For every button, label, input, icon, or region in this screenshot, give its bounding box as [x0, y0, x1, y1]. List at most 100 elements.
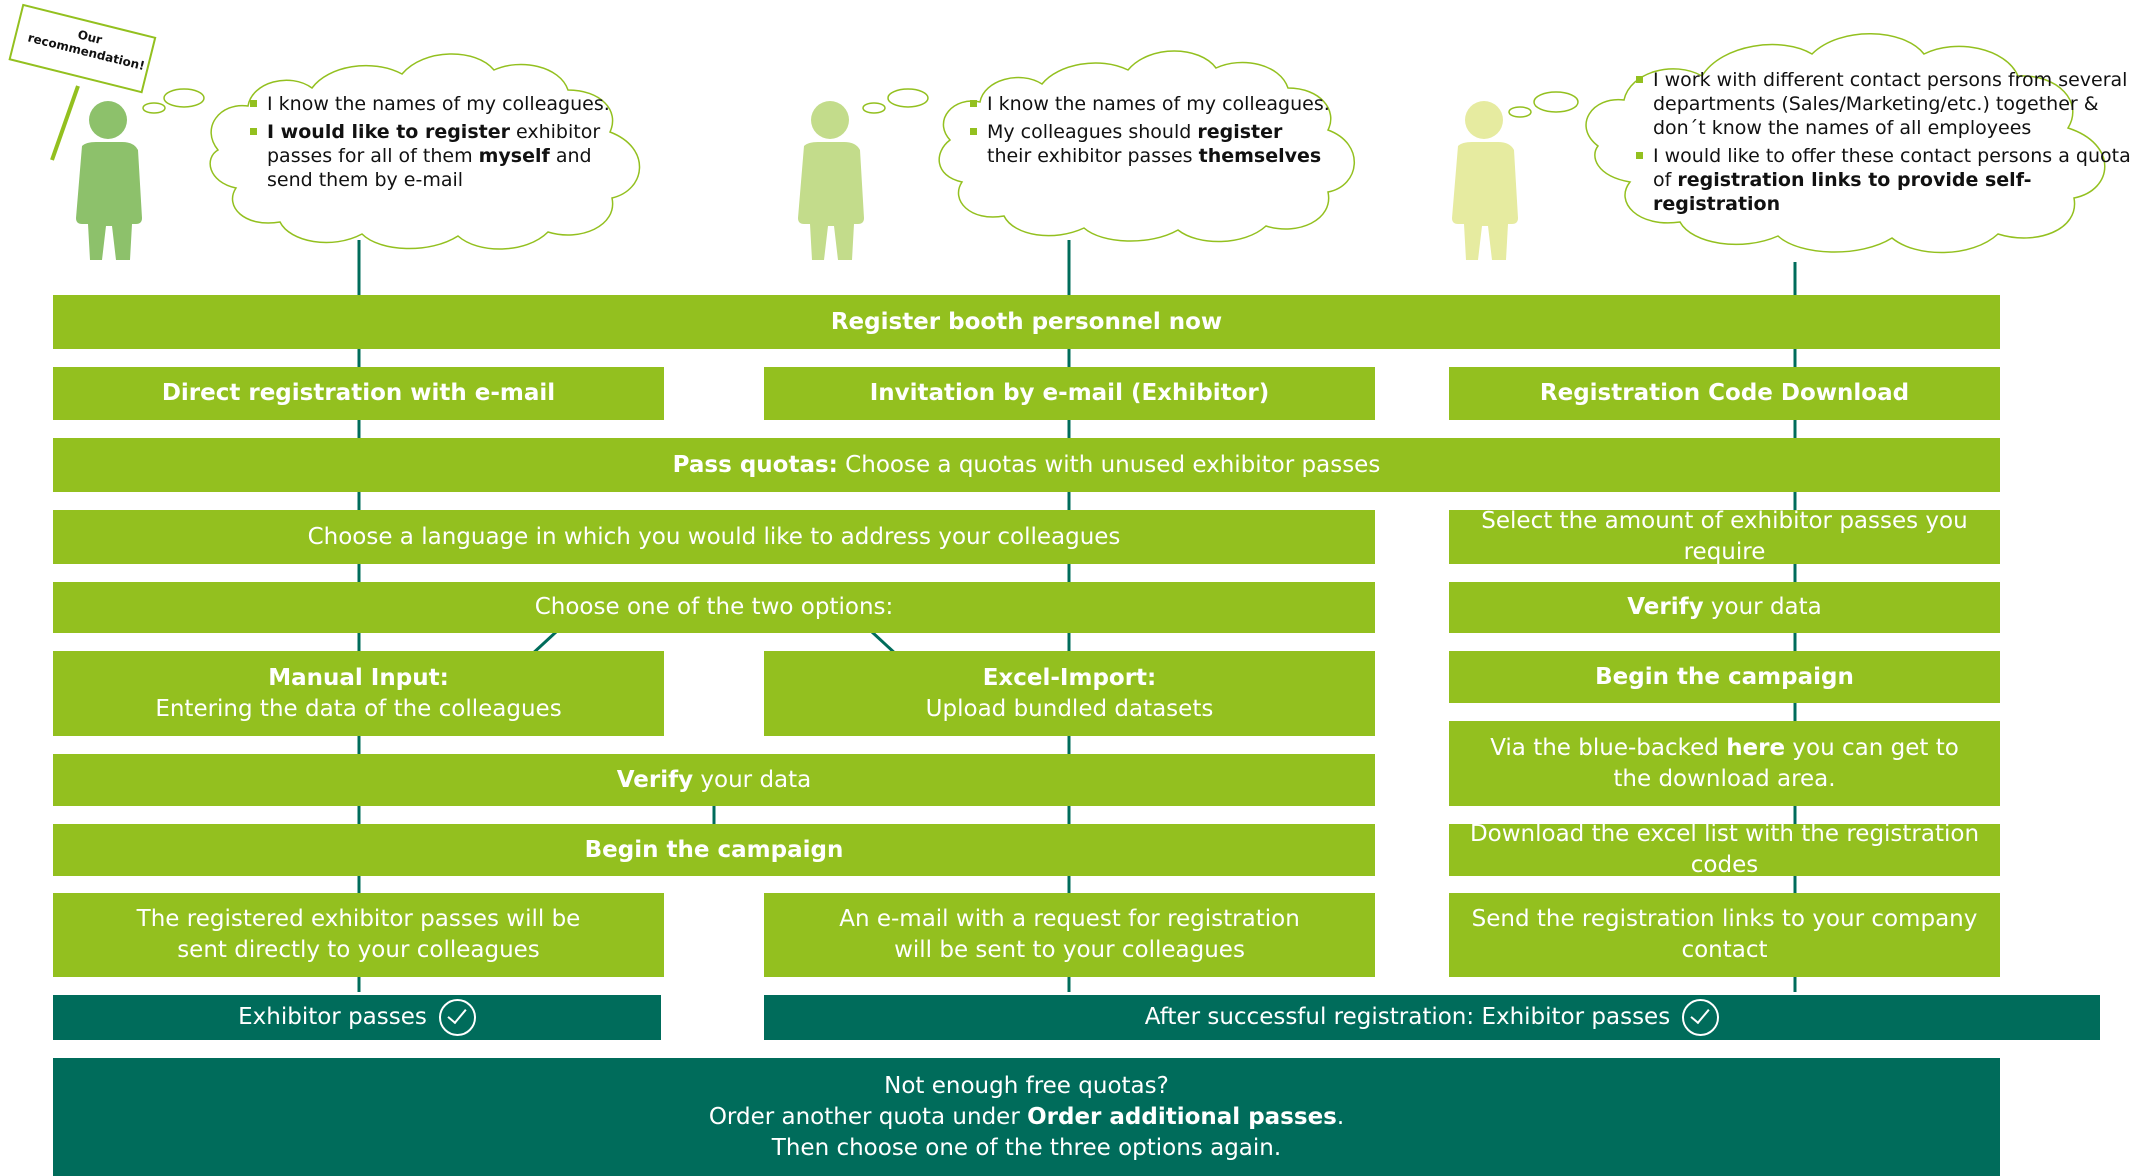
box-line: The registered exhibitor passes will be	[137, 904, 581, 935]
box-text: Choose a language in which you would lik…	[307, 523, 1121, 550]
box-line: Registration Code Download	[1540, 378, 1909, 409]
bubble-bullet-item: I know the names of my colleagues.	[970, 92, 1330, 116]
registration-code-download-header: Registration Code Download	[1449, 367, 2000, 420]
box-text: After successful registration: Exhibitor…	[1144, 1004, 1671, 1030]
box-text: Begin the campaign	[584, 836, 844, 863]
box-text: Order additional passes	[1027, 1103, 1337, 1130]
thought-cloud-2	[862, 50, 1355, 243]
box-text: After successful registration: Exhibitor…	[1145, 1002, 1670, 1033]
checkmark-icon	[438, 999, 476, 1036]
box-text: Select the amount of exhibitor passes yo…	[1481, 508, 1968, 565]
box-text: Excel-Import: Upload bundled datasets	[926, 663, 1214, 725]
box-line: Begin the campaign	[585, 835, 844, 866]
box-text: Begin the campaign	[585, 835, 844, 866]
bubble-text-part: and send them by e-mail	[267, 145, 592, 191]
box-text: Excel-Import:	[982, 664, 1157, 691]
bubble-text-part: I would like to offer these contact pers…	[1653, 145, 2131, 191]
bubble-text-part: My colleagues should	[987, 121, 1198, 143]
thought-cloud-1	[142, 53, 641, 250]
box-line: An e-mail with a request for registratio…	[839, 904, 1300, 935]
box-text: Registration Code Download	[1539, 380, 1910, 406]
checkmark-icon	[1682, 999, 1720, 1036]
box-text: Pass quotas:	[672, 451, 838, 478]
box-text: you can get to	[1785, 734, 1959, 761]
bubble-text-part: their exhibitor passes	[987, 145, 1199, 167]
bubble-text-part: myself	[478, 145, 550, 167]
box-line: the download area.	[1490, 764, 1959, 795]
box-text: Entering the data of the colleagues	[155, 695, 562, 722]
box-line: Verify your data	[617, 765, 812, 796]
box-text: Choose one of the two options:	[535, 592, 894, 623]
send-links-box: Send the registration links to your comp…	[1449, 893, 2000, 977]
box-line: sent directly to your colleagues	[137, 935, 581, 966]
box-text: here	[1726, 734, 1786, 761]
sign-board-icon	[8, 3, 157, 161]
box-line: Exhibitor passes	[238, 1002, 427, 1033]
box-line: Direct registration with e-mail	[162, 378, 555, 409]
box-line: Choose one of the two options:	[535, 592, 894, 623]
box-text: Exhibitor passes	[238, 1004, 427, 1030]
choose-language-bar: Choose a language in which you would lik…	[53, 510, 1375, 564]
bubble-bullet-item: I would like to register exhibitor passe…	[250, 120, 630, 192]
bubble-text-part: exhibitor passes for all of them	[267, 121, 601, 167]
register-now-bar: Register booth personnel now	[53, 295, 2000, 349]
invitation-by-email-header: Invitation by e-mail (Exhibitor)	[764, 367, 1375, 420]
box-text: An e-mail with a request for registratio…	[839, 904, 1300, 966]
box-line: Invitation by e-mail (Exhibitor)	[870, 378, 1270, 409]
box-text: sent directly to your colleagues	[177, 937, 540, 963]
box-text: Order another quota under	[708, 1103, 1028, 1130]
thought-cloud-3	[1508, 33, 2106, 254]
bubble-bullet-item: I work with different contact persons fr…	[1636, 68, 2136, 140]
box-text: An e-mail with a request for registratio…	[839, 906, 1300, 932]
registered-sent-box: The registered exhibitor passes will be s…	[53, 893, 664, 977]
box-line: Select the amount of exhibitor passes yo…	[1449, 506, 2000, 568]
box-text: The registered exhibitor passes will be	[136, 906, 581, 932]
bubble-text-part: I know the names of my colleagues.	[987, 93, 1330, 115]
box-line: Begin the campaign	[1595, 662, 1854, 693]
box-text: Verify your data	[1627, 592, 1822, 623]
box-line: will be sent to your colleagues	[839, 935, 1300, 966]
box-text: will be sent to your colleagues	[894, 937, 1245, 963]
box-text: Not enough free quotas?Order another quo…	[709, 1071, 1344, 1164]
email-request-box: An e-mail with a request for registratio…	[764, 893, 1375, 977]
box-text: Then choose one of the three options aga…	[771, 1134, 1282, 1161]
exhibitor-passes-label: Exhibitor passes	[238, 1002, 427, 1033]
box-text: Invitation by e-mail (Exhibitor)	[870, 378, 1270, 409]
exhibitor-passes-result: Exhibitor passes	[53, 995, 661, 1040]
after-success-label: After successful registration: Exhibitor…	[1145, 1002, 1670, 1033]
not-enough-quotas-footer: Not enough free quotas?Order another quo…	[53, 1058, 2000, 1176]
box-text: Download the excel list with the registr…	[1469, 821, 1980, 878]
box-text: Choose one of the two options:	[534, 594, 894, 620]
box-text: Upload bundled datasets	[925, 695, 1214, 722]
box-line: Pass quotas: Choose a quotas with unused…	[673, 450, 1381, 481]
box-line: Entering the data of the colleagues	[155, 694, 561, 725]
box-text: Register booth personnel now	[830, 308, 1223, 335]
box-text: Invitation by e-mail (Exhibitor)	[869, 380, 1270, 406]
box-text: Direct registration with e-mail	[162, 378, 555, 409]
bubble-bullet-item: I know the names of my colleagues.	[250, 92, 630, 116]
person-icon-3	[1452, 101, 1518, 260]
direct-registration-header: Direct registration with e-mail	[53, 367, 664, 420]
box-text: Select the amount of exhibitor passes yo…	[1449, 506, 2000, 568]
box-line: Via the blue-backed here you can get to	[1490, 733, 1959, 764]
box-text: Pass quotas: Choose a quotas with unused…	[673, 450, 1381, 481]
box-text: Choose a language in which you would lik…	[308, 522, 1121, 553]
bubble-text-part: I work with different contact persons fr…	[1653, 69, 2128, 139]
bubble-text-part: I know the names of my colleagues.	[267, 93, 610, 115]
box-text: Verify	[1627, 594, 1704, 620]
box-line: Download the excel list with the registr…	[1449, 819, 2000, 881]
bubble-text-part: I would like to register	[267, 121, 510, 143]
bubble-text-part: themselves	[1198, 145, 1322, 167]
select-amount-box: Select the amount of exhibitor passes yo…	[1449, 508, 2000, 565]
excel-import-box: Excel-Import: Upload bundled datasets	[764, 651, 1375, 736]
box-text: Register booth personnel now	[831, 307, 1222, 338]
box-line: Choose a language in which you would lik…	[308, 522, 1121, 553]
box-line: Upload bundled datasets	[926, 694, 1214, 725]
box-text: Choose a quotas with unused exhibitor pa…	[837, 451, 1381, 478]
box-line: Send the registration links to your comp…	[1449, 904, 2000, 966]
download-excel-box: Download the excel list with the registr…	[1449, 821, 2000, 878]
box-line: Not enough free quotas?	[709, 1071, 1344, 1102]
box-text: Via the blue-backed	[1490, 734, 1727, 761]
box-text: Begin the campaign	[1595, 663, 1854, 690]
box-line: After successful registration: Exhibitor…	[1145, 1002, 1670, 1033]
